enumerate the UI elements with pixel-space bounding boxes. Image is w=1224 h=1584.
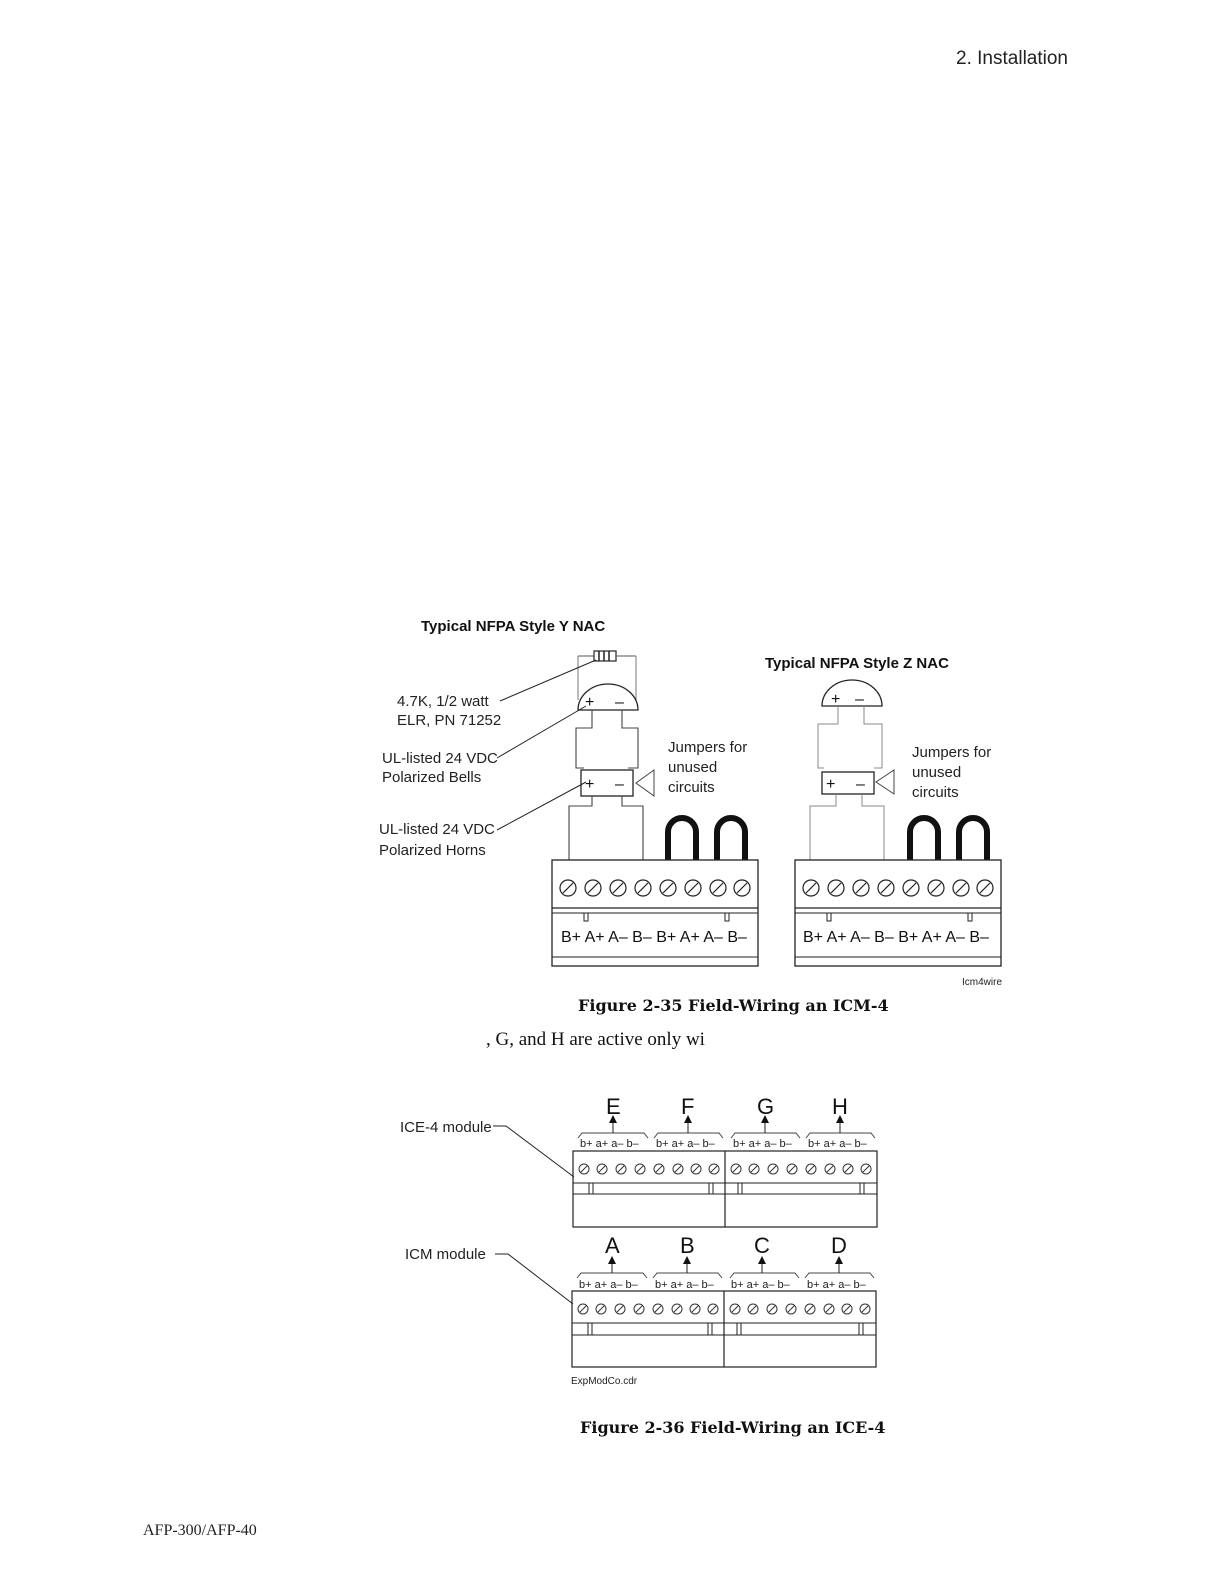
- circuit-letter-b: B: [680, 1233, 695, 1258]
- svg-text:–: –: [856, 776, 865, 793]
- terminal-group-e: b+ a+ a– b–: [580, 1138, 640, 1150]
- circuit-letter-a: A: [605, 1233, 620, 1258]
- figure-2-35-caption: Figure 2-35 Field-Wiring an ICM-4: [578, 996, 889, 1015]
- terminal-group-c: b+ a+ a– b–: [731, 1279, 791, 1291]
- terminal-group-h: b+ a+ a– b–: [808, 1138, 868, 1150]
- icm-module-label: ICM module: [405, 1246, 486, 1263]
- jumpers-z-line2: unused: [912, 764, 961, 781]
- icm-circuit-markers: A B C D b+ a+ a– b– b+ a+ a– b– b+ a+ a–…: [576, 1233, 875, 1291]
- circuit-letter-e: E: [606, 1094, 621, 1119]
- ice4-circuit-markers: E F G H b+ a+ a– b– b+ a+ a– b– b+ a+ a–…: [577, 1094, 876, 1150]
- terminal-group-a: b+ a+ a– b–: [579, 1279, 639, 1291]
- jumpers-z-line3: circuits: [912, 784, 959, 801]
- circuit-letter-h: H: [832, 1094, 848, 1119]
- style-y-title: Typical NFPA Style Y NAC: [421, 618, 605, 635]
- jumpers-y-line3: circuits: [668, 779, 715, 796]
- elr-label-line2: ELR, PN 71252: [397, 712, 501, 729]
- horns-label-line1: UL-listed 24 VDC: [379, 821, 495, 838]
- terminal-group-b: b+ a+ a– b–: [655, 1279, 715, 1291]
- circuit-letter-c: C: [754, 1233, 770, 1258]
- jumper-wires-y: [665, 815, 748, 860]
- circuit-letter-g: G: [757, 1094, 774, 1119]
- svg-text:+: +: [585, 776, 594, 793]
- svg-text:–: –: [615, 776, 624, 793]
- horns-label-line2: Polarized Horns: [379, 842, 486, 859]
- elr-resistor: [577, 650, 637, 700]
- ice4-module-label: ICE-4 module: [400, 1119, 492, 1136]
- body-text-fragment: , G, and H are active only wi: [486, 1029, 705, 1050]
- svg-text:+: +: [831, 691, 840, 708]
- terminal-group-f: b+ a+ a– b–: [656, 1138, 716, 1150]
- horn-icon: + –: [580, 769, 655, 797]
- terminal-group-g: b+ a+ a– b–: [733, 1138, 793, 1150]
- jumpers-z-line1: Jumpers for: [912, 744, 991, 761]
- icm-module: [571, 1290, 877, 1368]
- file-tag-icm4: Icm4wire: [962, 977, 1002, 988]
- bell-icon-z: + –: [821, 679, 883, 708]
- bells-label-line2: Polarized Bells: [382, 769, 481, 786]
- terminal-group-d: b+ a+ a– b–: [807, 1279, 867, 1291]
- style-z-title: Typical NFPA Style Z NAC: [765, 655, 949, 672]
- bell-icon: + –: [577, 683, 639, 711]
- svg-text:–: –: [855, 691, 864, 708]
- terminal-labels-y: B+ A+ A– B– B+ A+ A– B–: [561, 929, 747, 946]
- circuit-letter-d: D: [831, 1233, 847, 1258]
- bells-label-line1: UL-listed 24 VDC: [382, 750, 498, 767]
- svg-text:+: +: [826, 776, 835, 793]
- terminal-block-z: B+ A+ A– B– B+ A+ A– B–: [794, 859, 1002, 967]
- figure-2-36-caption: Figure 2-36 Field-Wiring an ICE-4: [580, 1418, 886, 1437]
- elr-label-line1: 4.7K, 1/2 watt: [397, 693, 490, 710]
- ice4-module: [572, 1150, 878, 1228]
- page-header-section: 2. Installation: [956, 48, 1068, 69]
- page-footer: AFP-300/AFP-40: [143, 1522, 257, 1539]
- jumpers-y-line2: unused: [668, 759, 717, 776]
- circuit-letter-f: F: [681, 1094, 694, 1119]
- terminal-labels-z: B+ A+ A– B– B+ A+ A– B–: [803, 929, 989, 946]
- jumpers-y-line1: Jumpers for: [668, 739, 747, 756]
- file-tag-expmodco: ExpModCo.cdr: [571, 1376, 638, 1387]
- svg-text:–: –: [615, 694, 624, 711]
- svg-text:+: +: [585, 694, 594, 711]
- horn-icon-z: + –: [821, 769, 895, 795]
- terminal-block-y: B+ A+ A– B– B+ A+ A– B–: [551, 859, 759, 967]
- jumper-wires-z: [907, 815, 990, 860]
